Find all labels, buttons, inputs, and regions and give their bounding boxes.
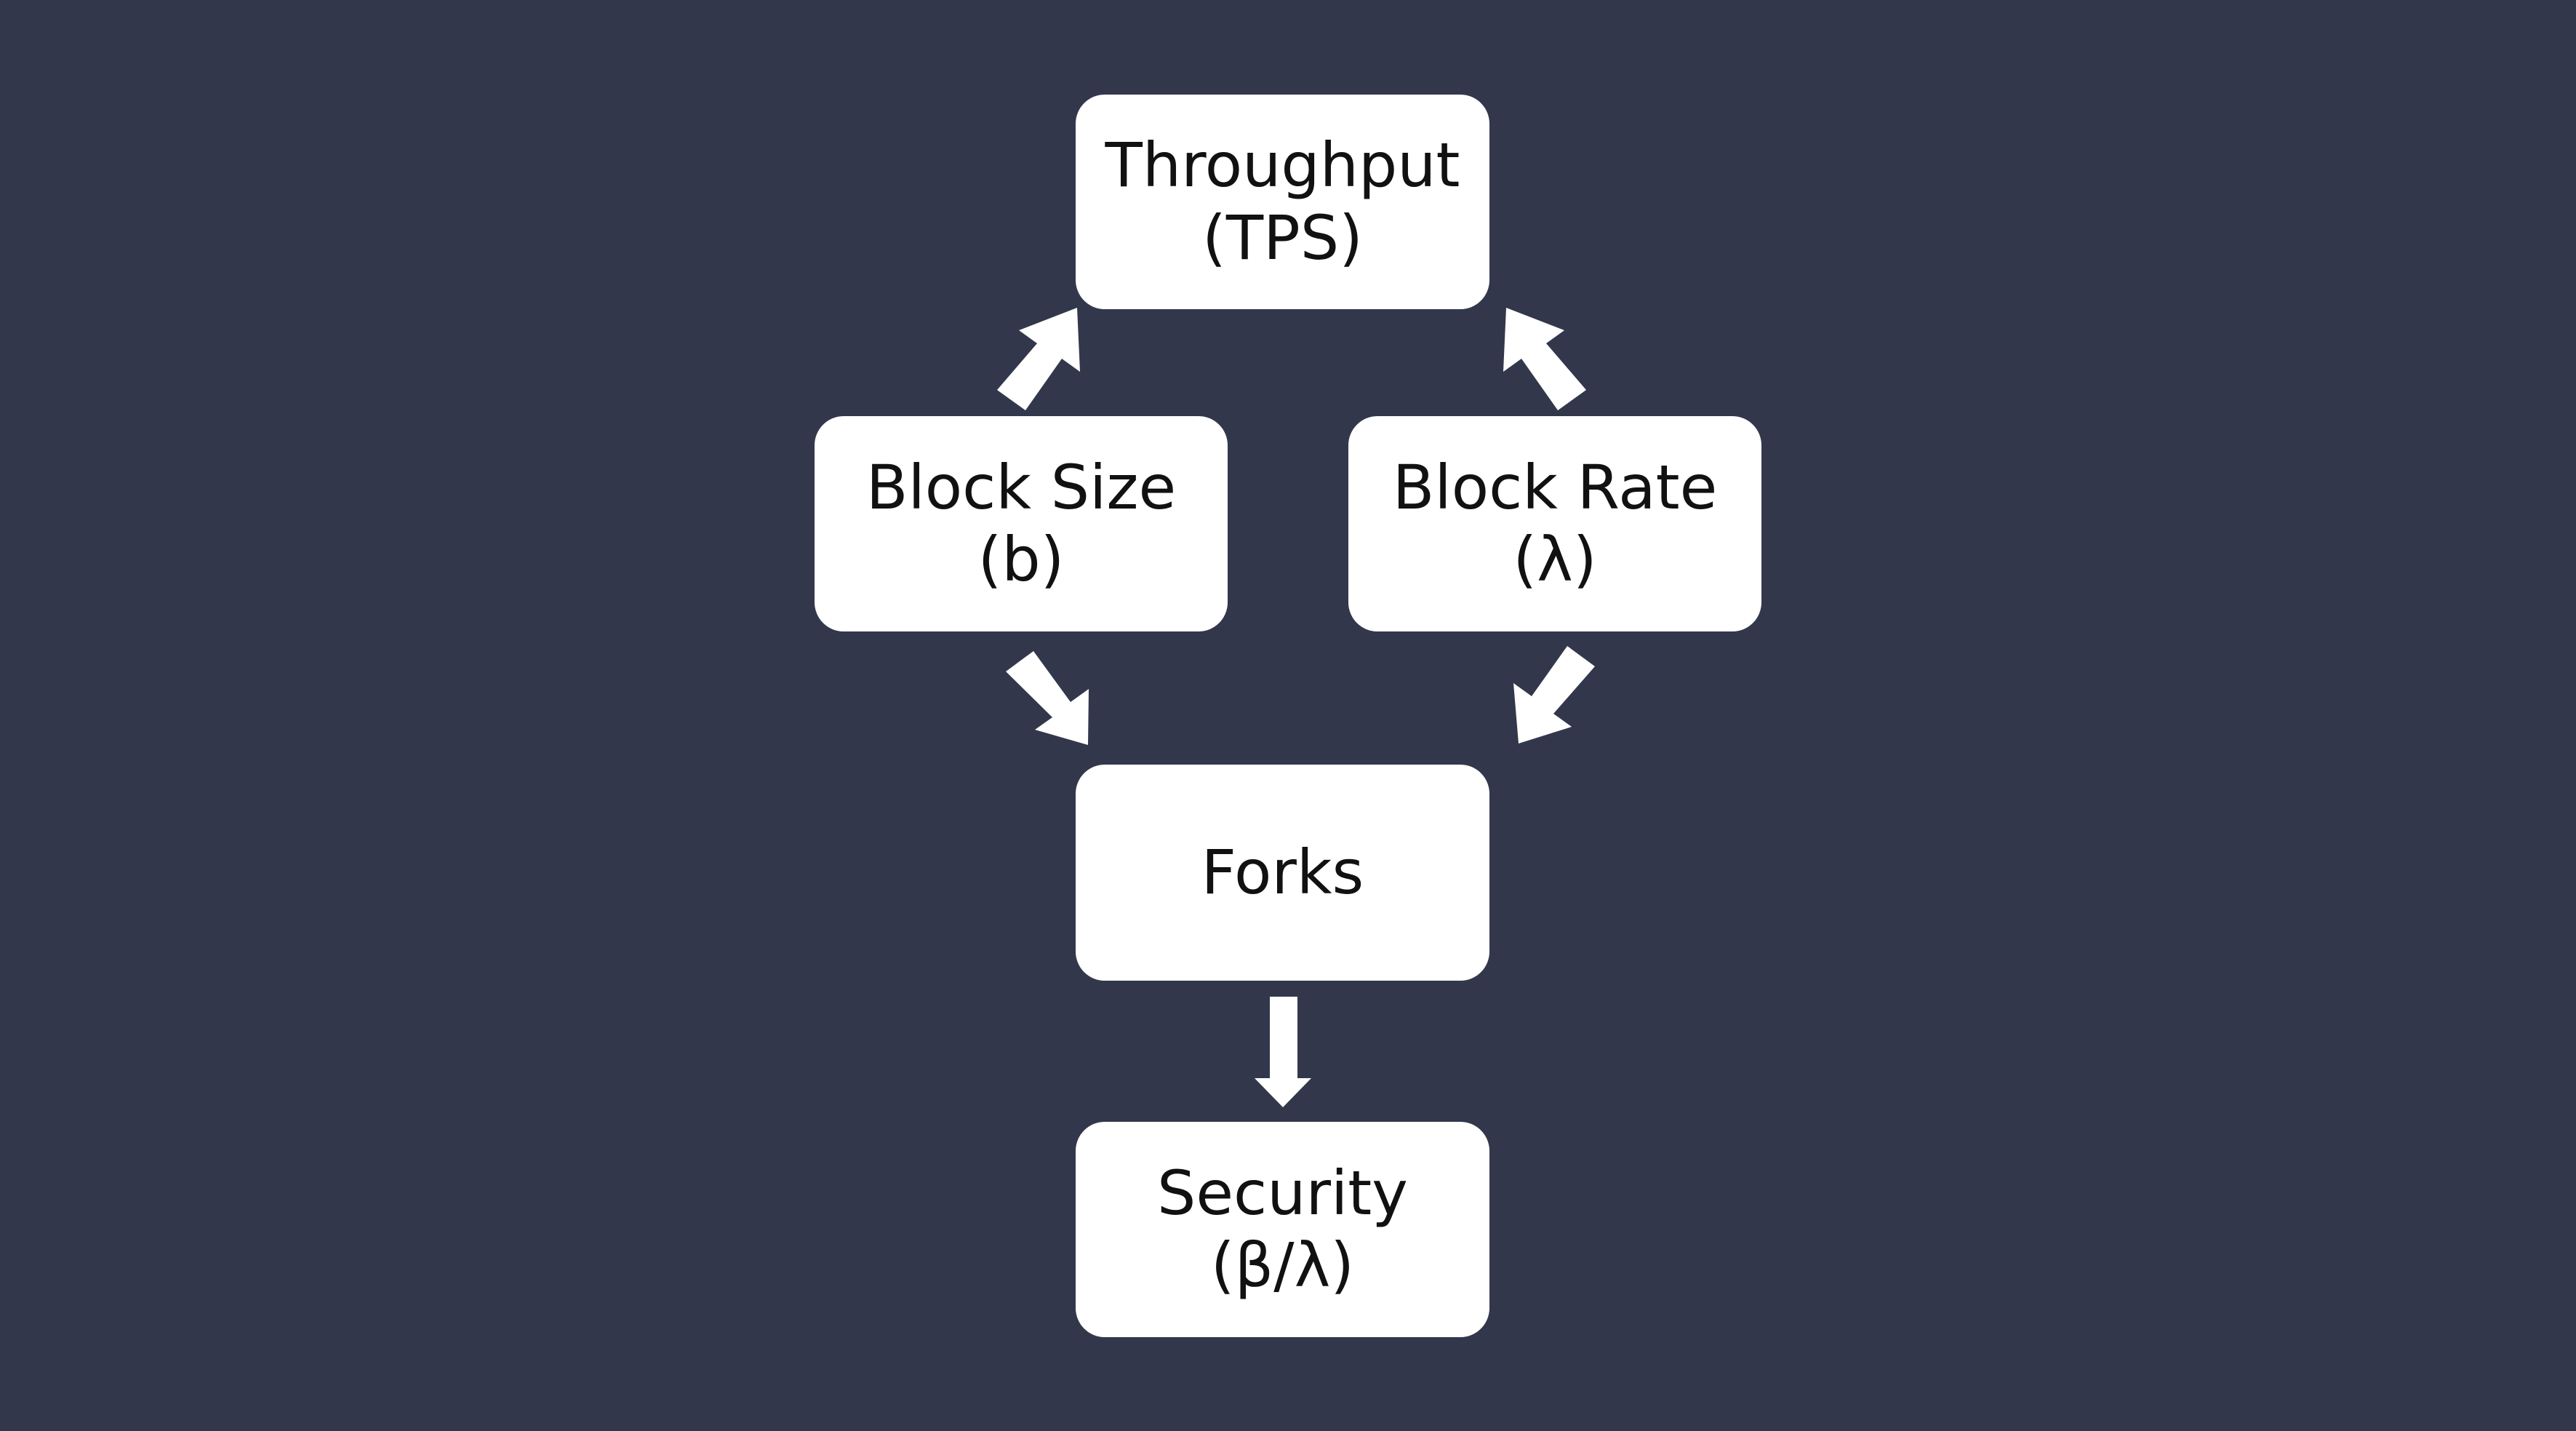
node-forks-title: Forks [1201,836,1364,908]
node-security: Security (β/λ) [1076,1122,1489,1337]
node-block-size: Block Size (b) [815,416,1228,631]
node-block-size-title: Block Size [865,451,1177,523]
arrow-forks-to-security [1255,997,1311,1107]
node-security-subtitle: (β/λ) [1210,1229,1355,1301]
node-block-rate-subtitle: (λ) [1513,524,1597,595]
node-forks: Forks [1076,765,1489,981]
node-block-rate: Block Rate (λ) [1348,416,1761,631]
node-security-title: Security [1157,1157,1408,1229]
node-throughput-title: Throughput [1105,129,1460,202]
node-block-size-subtitle: (b) [977,524,1065,595]
arrow-blockrate-to-forks [1513,646,1595,744]
arrow-blocksize-to-throughput [997,308,1080,410]
arrow-blockrate-to-throughput [1503,308,1586,410]
node-throughput-subtitle: (TPS) [1202,202,1363,274]
arrow-blocksize-to-forks [1006,651,1089,745]
node-throughput: Throughput (TPS) [1076,95,1489,309]
node-block-rate-title: Block Rate [1392,451,1718,523]
